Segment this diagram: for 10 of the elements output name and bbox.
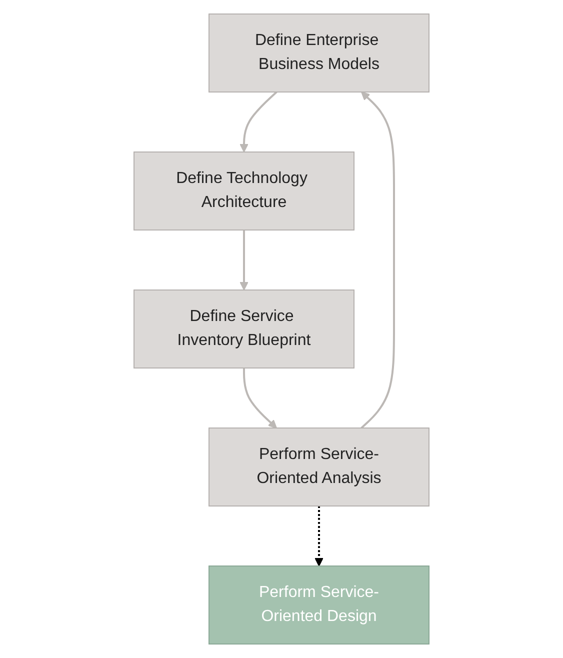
node-box: Define Enterprise Business Models [208, 14, 430, 92]
arrow [314, 506, 324, 566]
arrow [240, 91, 278, 152]
node-box: Perform Service-Oriented Analysis [208, 428, 430, 506]
node-box: Define Technology Architecture [134, 152, 354, 230]
node-box: Define Service Inventory Blueprint [134, 290, 354, 368]
arrow [243, 368, 277, 428]
arrow [240, 230, 248, 290]
arrow [360, 92, 395, 429]
node-box: Perform Service-Oriented Design [208, 566, 430, 644]
